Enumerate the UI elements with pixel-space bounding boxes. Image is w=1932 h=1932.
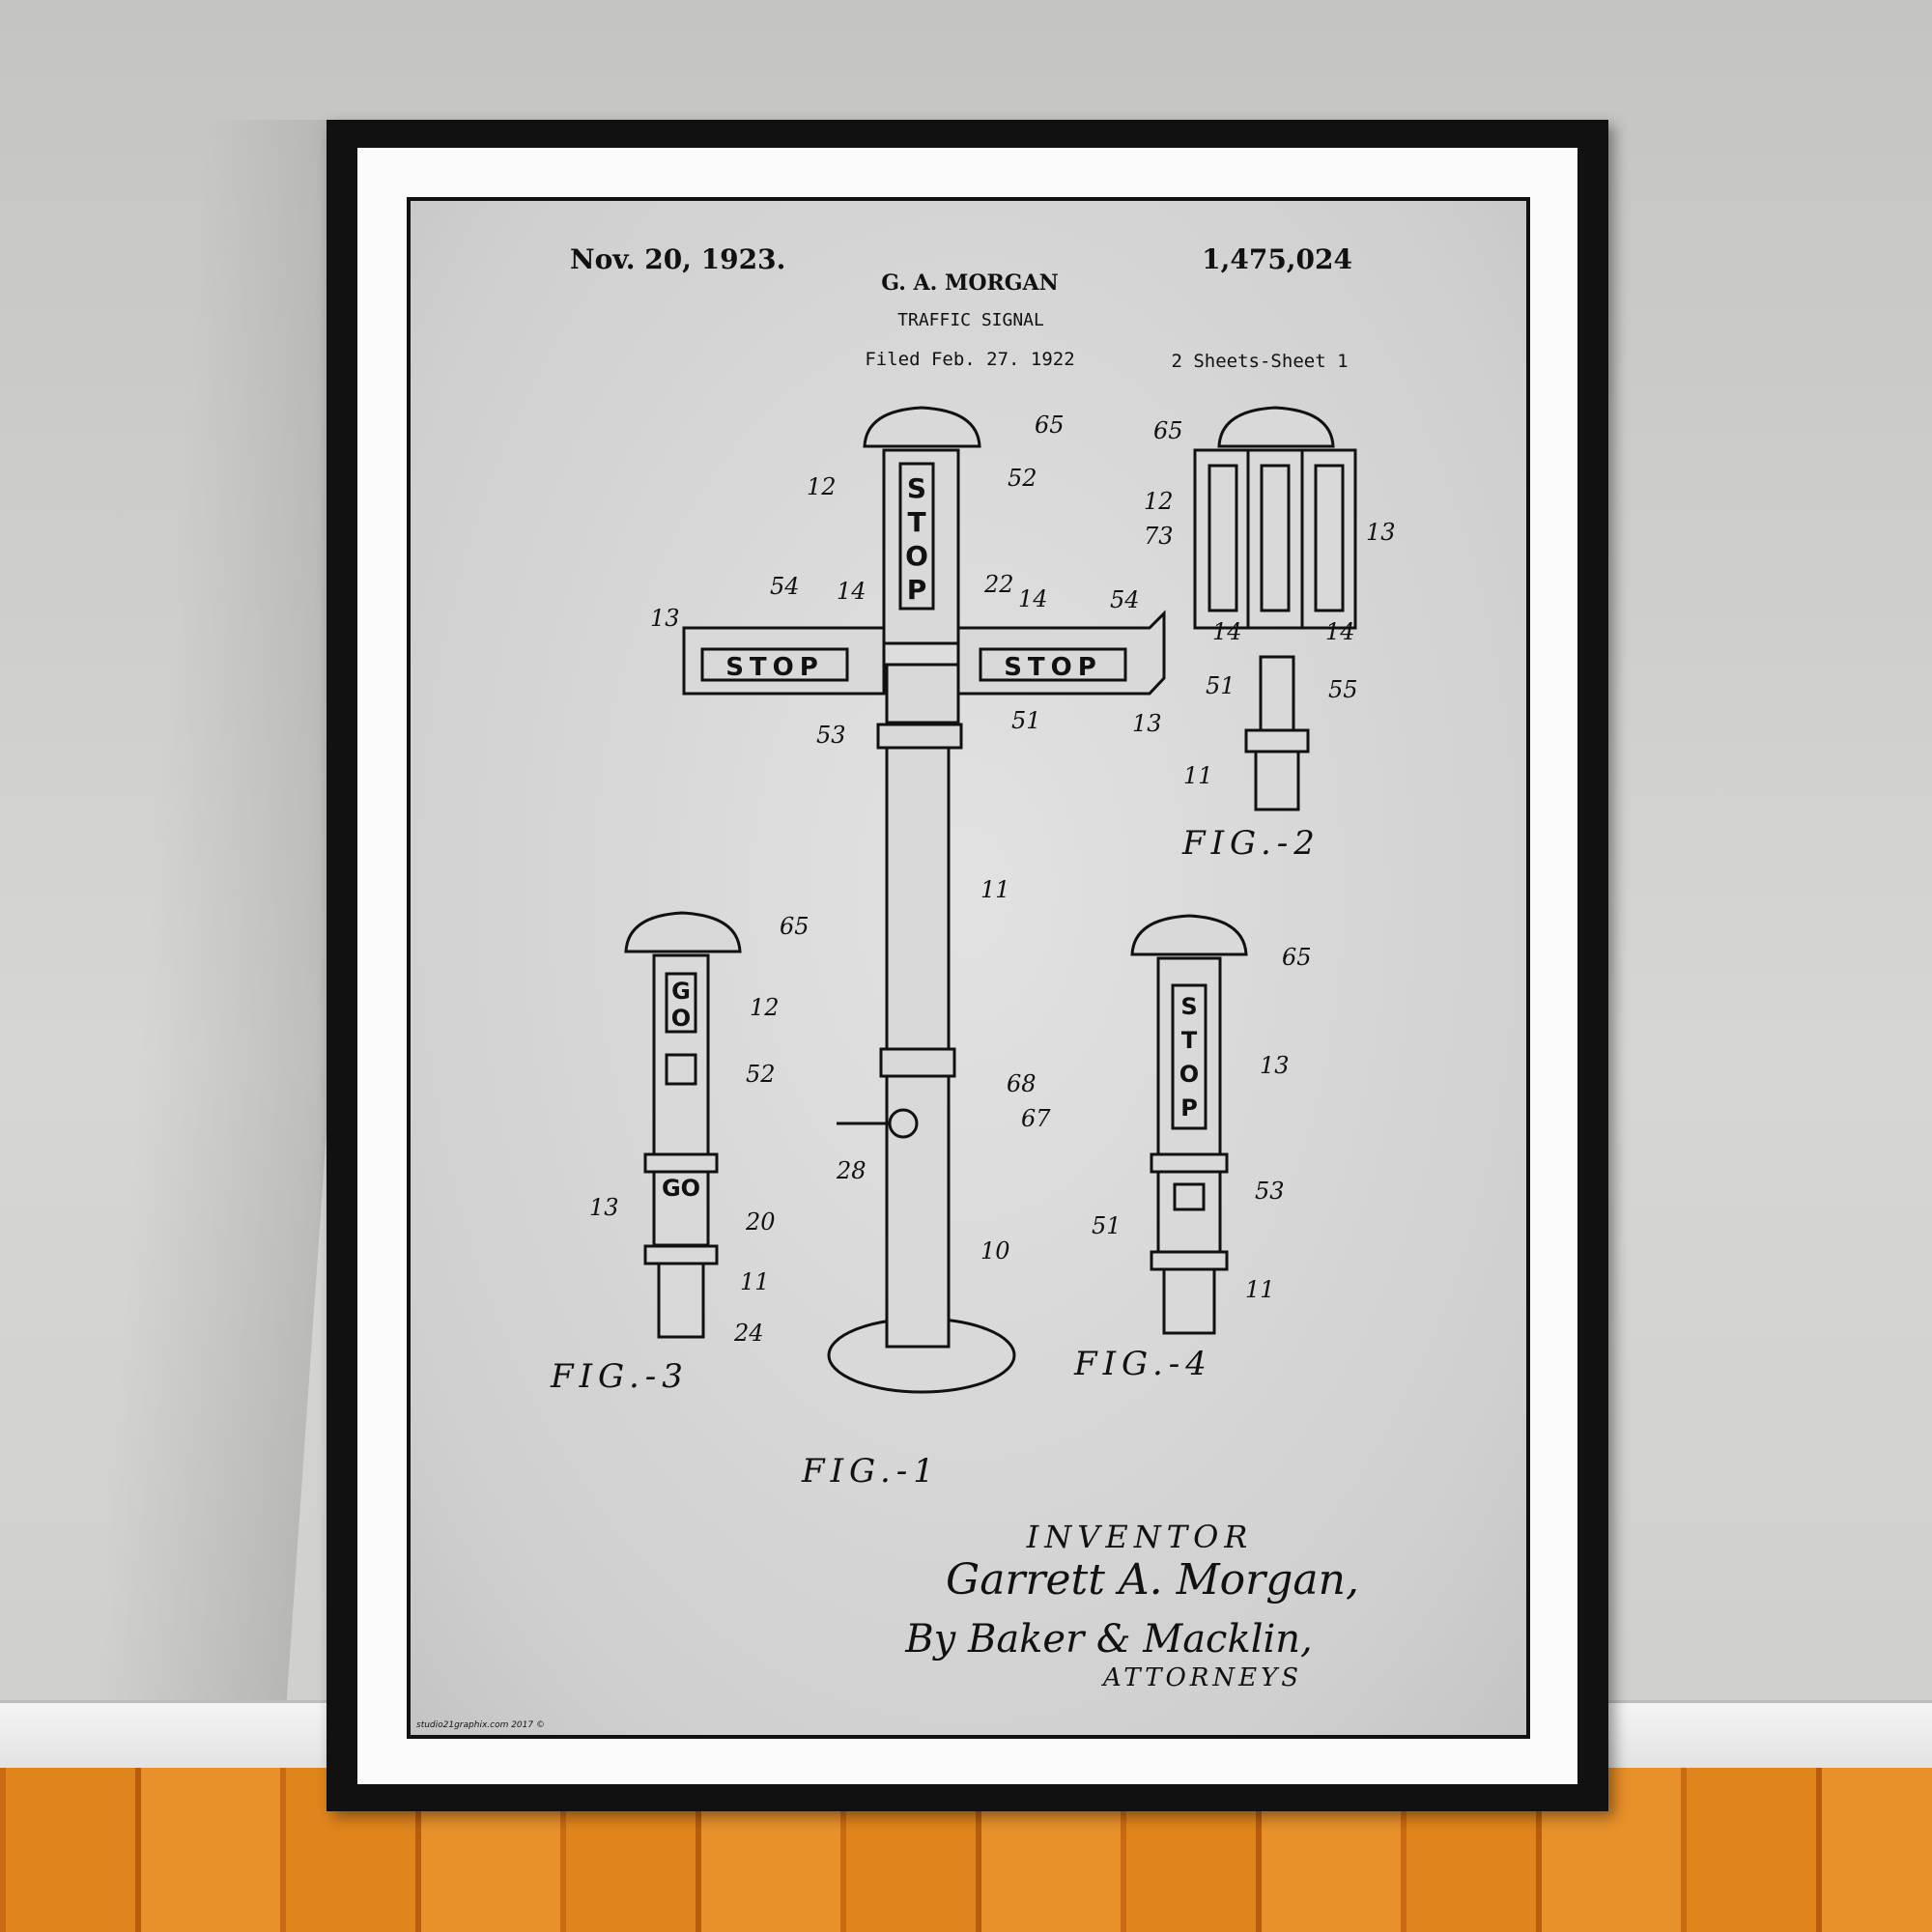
- ref-label: 68: [1007, 1070, 1037, 1097]
- ref-label: 14: [1325, 618, 1355, 645]
- ref-label: 53: [816, 722, 846, 749]
- ref-label: 51: [1092, 1212, 1122, 1239]
- signature-block: INVENTOR Garrett A. Morgan, By Baker & M…: [904, 1519, 1359, 1692]
- ref-label: 52: [746, 1061, 776, 1088]
- inventor-name: G. A. MORGAN: [881, 270, 1058, 296]
- ref-label: 10: [980, 1237, 1010, 1264]
- ref-label: 65: [1035, 412, 1065, 439]
- inventor-heading: INVENTOR: [1026, 1519, 1254, 1555]
- ref-label: 12: [750, 994, 780, 1021]
- sign-go: GO: [662, 1175, 700, 1202]
- ref-label: 54: [770, 573, 800, 600]
- copyright: studio21graphix.com 2017 ©: [416, 1720, 545, 1730]
- patent-date: Nov. 20, 1923.: [570, 243, 785, 275]
- fig3-caption: FIG.-3: [550, 1357, 689, 1396]
- patent-number: 1,475,024: [1202, 243, 1352, 275]
- figure-3: G O GO 65 12 52 13 20 11 24 FIG.-3: [550, 911, 810, 1396]
- ref-label: 22: [983, 571, 1014, 598]
- sign-stop-right: STOP: [1004, 653, 1102, 682]
- inventor-signature: Garrett A. Morgan,: [946, 1555, 1359, 1605]
- ref-label: 65: [780, 913, 810, 940]
- sign-stop-left: STOP: [725, 653, 824, 682]
- ref-label: 52: [1008, 465, 1037, 492]
- ref-label: 13: [589, 1194, 619, 1221]
- ref-label: 13: [1366, 519, 1396, 546]
- figure-4: S T O P 65 13 53 51 11 FIG.-4: [1073, 914, 1312, 1383]
- ref-label: 12: [807, 473, 837, 500]
- sign-letter: T: [907, 506, 925, 538]
- ref-label: 11: [980, 876, 1010, 903]
- ref-label: 51: [1011, 707, 1041, 734]
- ref-label: 20: [745, 1208, 776, 1236]
- sign-letter: S: [907, 472, 926, 504]
- sign-letter: G: [671, 978, 691, 1005]
- ref-label: 13: [1132, 710, 1162, 737]
- ref-label: 14: [1212, 618, 1242, 645]
- ref-label: 11: [1245, 1276, 1275, 1303]
- attorneys-heading: ATTORNEYS: [1101, 1663, 1302, 1692]
- ref-label: 28: [836, 1157, 867, 1184]
- ref-label: 51: [1206, 672, 1236, 699]
- sign-letter: T: [1181, 1027, 1198, 1054]
- sign-letter: P: [1180, 1094, 1198, 1122]
- ref-label: 13: [1260, 1052, 1290, 1079]
- sign-letter: S: [1180, 993, 1197, 1020]
- ref-label: 73: [1144, 523, 1174, 550]
- ref-label: 13: [650, 605, 680, 632]
- ref-label: 14: [837, 578, 867, 605]
- ref-label: 54: [1110, 586, 1140, 613]
- figure-2: 65 12 73 13 14 14 51 55 11 FIG.-2: [1144, 406, 1396, 863]
- ref-label: 12: [1144, 488, 1174, 515]
- ref-label: 11: [740, 1268, 770, 1295]
- fig1-caption: FIG.-1: [801, 1452, 940, 1491]
- fig2-caption: FIG.-2: [1181, 824, 1321, 863]
- sign-letter: P: [907, 574, 927, 606]
- ref-label: 11: [1183, 762, 1213, 789]
- sign-letter: O: [1179, 1061, 1199, 1088]
- ref-label: 65: [1153, 417, 1183, 444]
- ref-label: 65: [1282, 944, 1312, 971]
- patent-title: TRAFFIC SIGNAL: [897, 310, 1044, 330]
- sign-letter: O: [671, 1005, 691, 1032]
- filed-date: Filed Feb. 27. 1922: [865, 349, 1074, 370]
- sheet-info: 2 Sheets-Sheet 1: [1171, 351, 1348, 372]
- fig4-caption: FIG.-4: [1073, 1345, 1212, 1383]
- ref-label: 53: [1255, 1178, 1285, 1205]
- figure-1: STOP STOP S T O P 65 12 52 54 14 22 14 5…: [650, 406, 1166, 1491]
- ref-label: 14: [1018, 585, 1048, 612]
- sign-letter: O: [905, 540, 928, 572]
- attorney-signature: By Baker & Macklin,: [904, 1617, 1313, 1662]
- ref-label: 24: [733, 1320, 764, 1347]
- ref-label: 55: [1328, 676, 1358, 703]
- ref-label: 67: [1021, 1105, 1051, 1132]
